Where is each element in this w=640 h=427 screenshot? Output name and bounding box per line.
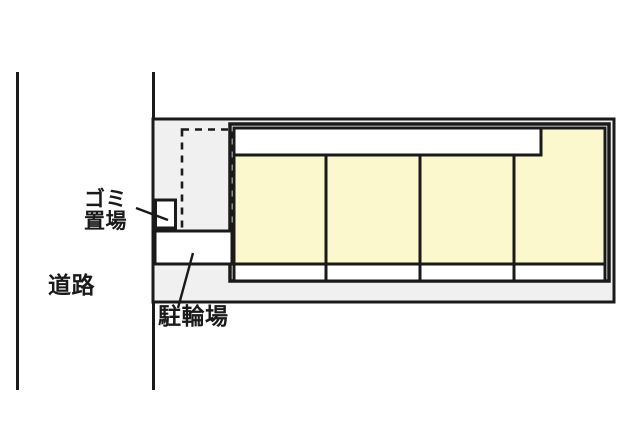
bike-parking-label: 駐輪場	[158, 304, 229, 330]
unit-room-1	[232, 153, 328, 266]
bike-parking-box	[153, 229, 234, 266]
corridor-walkway	[232, 126, 543, 157]
gomi-area-label-line1: ゴミ	[84, 187, 127, 211]
gomi-area-label-line2: 置場	[84, 209, 127, 234]
bike-leader-line	[176, 252, 195, 309]
unit-room-2	[324, 153, 422, 266]
gomi-storage-box	[154, 198, 177, 230]
gomi-area-label: ゴミ 置場	[84, 188, 127, 232]
unit-room-3	[418, 153, 516, 266]
road-label: 道路	[48, 273, 95, 299]
gomi-leader-line	[135, 206, 169, 222]
